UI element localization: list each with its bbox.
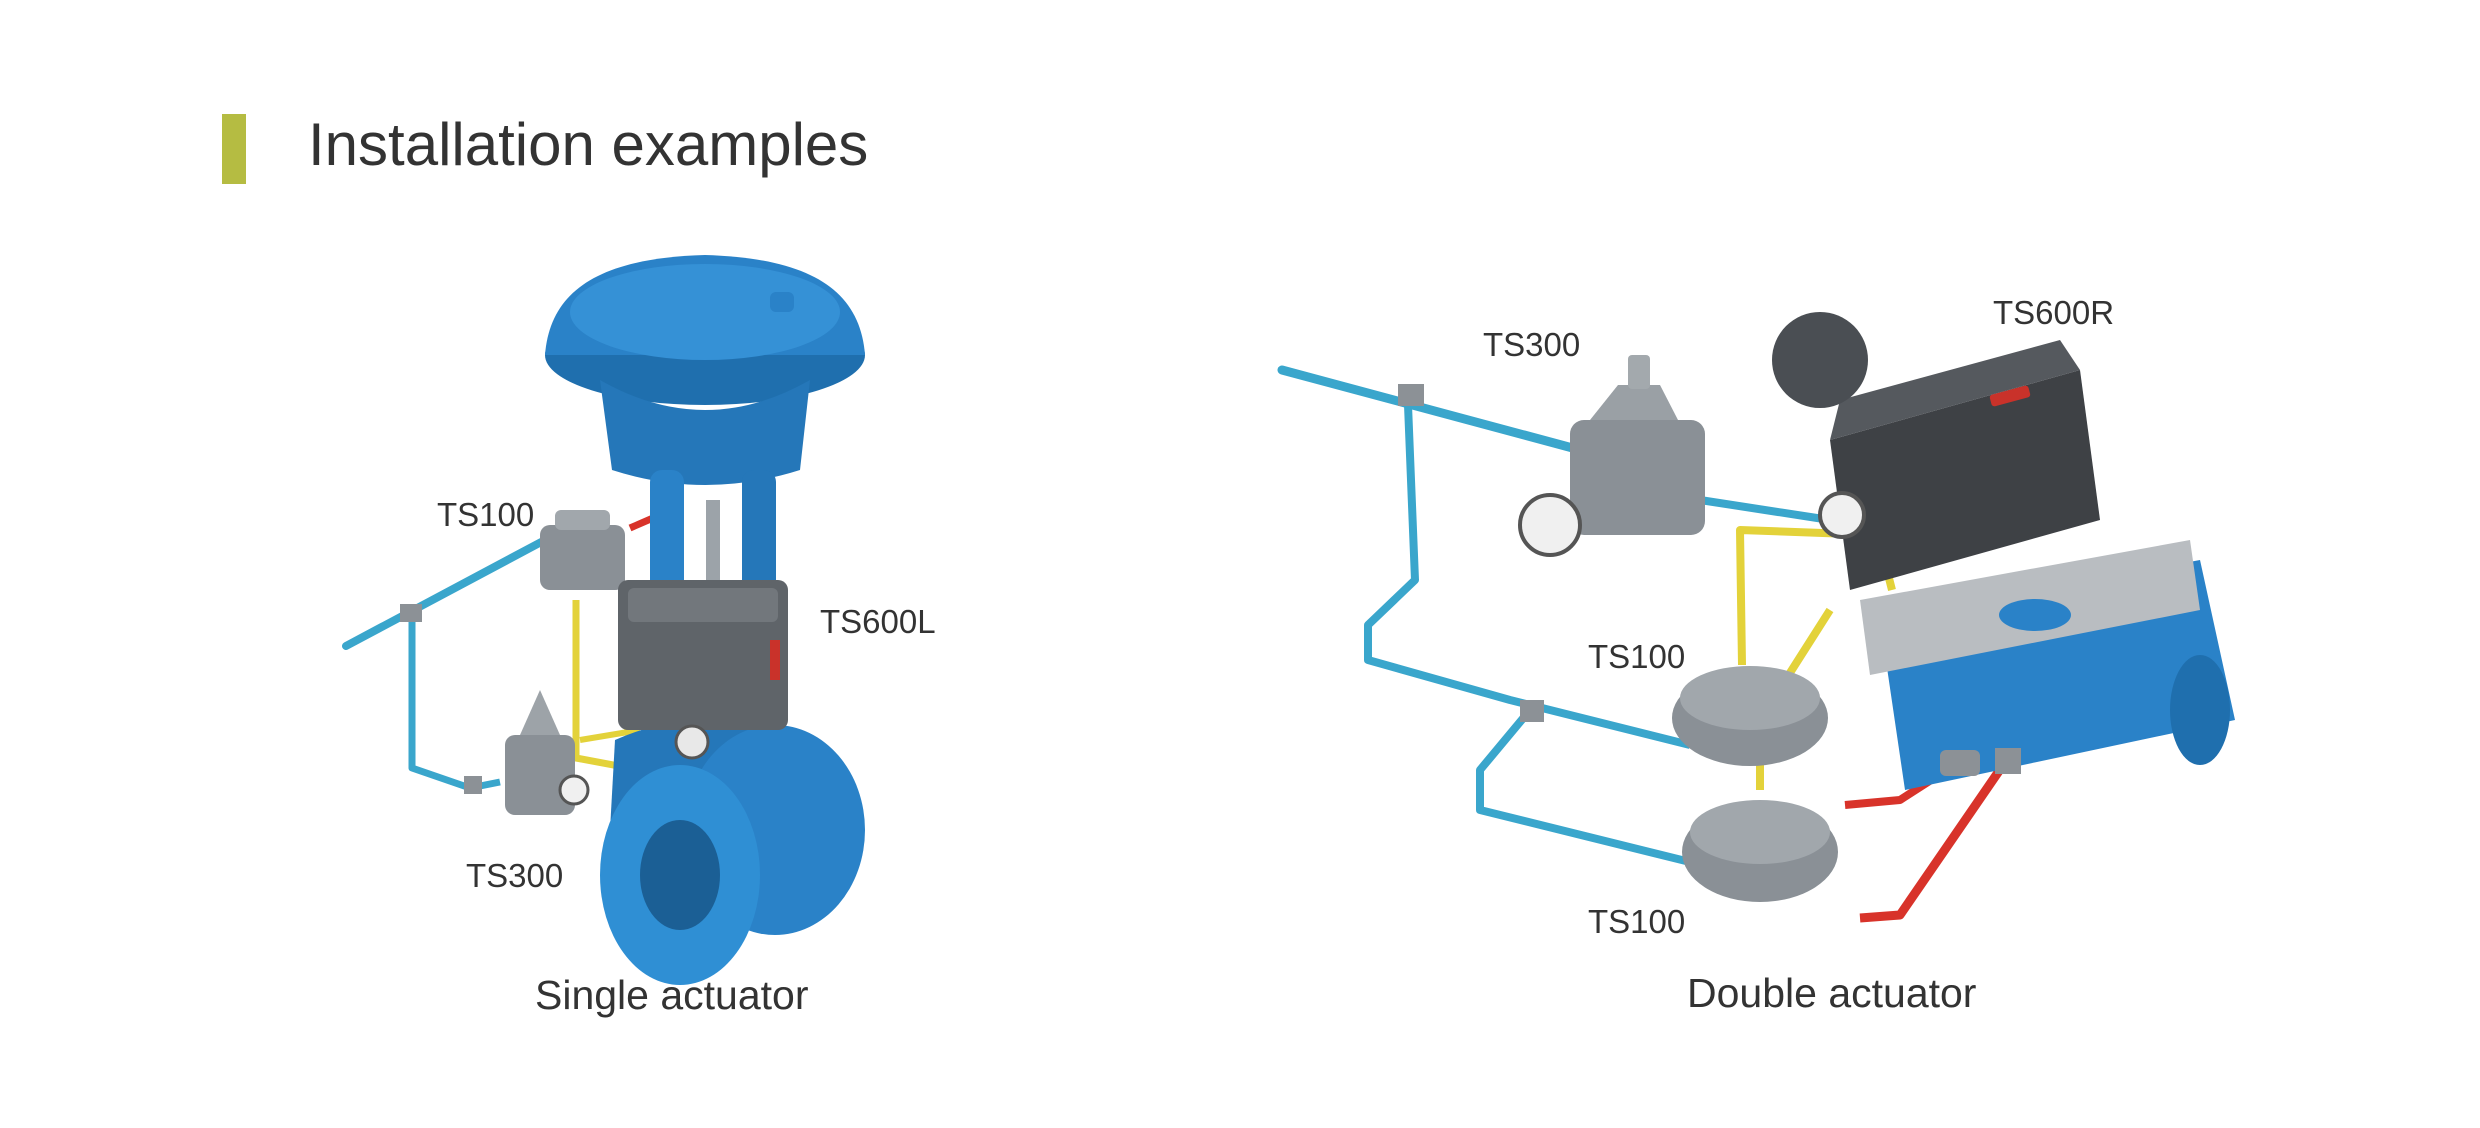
title-accent-bar — [222, 114, 246, 184]
fitting — [1520, 700, 1544, 722]
single-label-ts300: TS300 — [466, 857, 564, 894]
ts600r-brand-mark — [1989, 385, 2031, 407]
vent-plug — [770, 292, 794, 312]
supply-pipe — [1277, 365, 1585, 455]
ts100-top-cap — [1680, 666, 1820, 730]
single-label-ts100: TS100 — [437, 496, 535, 533]
ts300-adjust-screw — [1628, 355, 1650, 389]
ts600l-brand-mark — [770, 640, 780, 680]
fitting — [1398, 384, 1424, 406]
branch-pipe-2 — [1476, 707, 1691, 866]
ts600r-top — [1830, 340, 2080, 440]
double-label-ts100-top: TS100 — [1588, 638, 1686, 675]
ts100-cap — [555, 510, 610, 530]
supply-pipe-2 — [1699, 496, 1831, 524]
double-caption: Double actuator — [1687, 970, 1977, 1016]
fitting — [1995, 748, 2021, 774]
double-label-ts300: TS300 — [1483, 326, 1581, 363]
diaphragm-bottom — [600, 380, 810, 485]
gauge-icon — [558, 774, 590, 806]
shaft-indicator — [1999, 599, 2071, 631]
ts600r-body — [1830, 370, 2100, 590]
ts300-unit — [1570, 420, 1705, 535]
ts100-unit — [540, 525, 625, 590]
ts600r-terminal-box — [1772, 312, 1868, 408]
double-label-ts100-bottom: TS100 — [1588, 903, 1686, 940]
page-title: Installation examples — [308, 111, 869, 178]
gauge-icon — [1518, 493, 1582, 557]
actuator-end-cap — [2170, 655, 2230, 765]
fitting — [400, 604, 422, 622]
double-label-ts600r: TS600R — [1993, 294, 2115, 331]
ts300-bonnet — [1590, 385, 1678, 420]
ts300-unit — [505, 735, 575, 815]
ts600l-top — [628, 588, 778, 622]
diaphragm-top — [570, 264, 840, 360]
gauge-icon — [674, 724, 710, 760]
single-label-ts600l: TS600L — [820, 603, 936, 640]
fitting — [1940, 750, 1980, 776]
branch-pipe — [408, 612, 501, 792]
gauge-icon — [1818, 491, 1866, 539]
single-caption: Single actuator — [535, 972, 809, 1018]
ts300-bonnet — [520, 690, 560, 735]
valve-port — [640, 820, 720, 930]
signal-pipe-yellow-2 — [579, 727, 641, 743]
fitting — [464, 776, 482, 794]
ts100-bottom-cap — [1690, 800, 1830, 864]
output-pipe-red-2 — [1859, 752, 2014, 923]
supply-pipe — [342, 536, 549, 650]
